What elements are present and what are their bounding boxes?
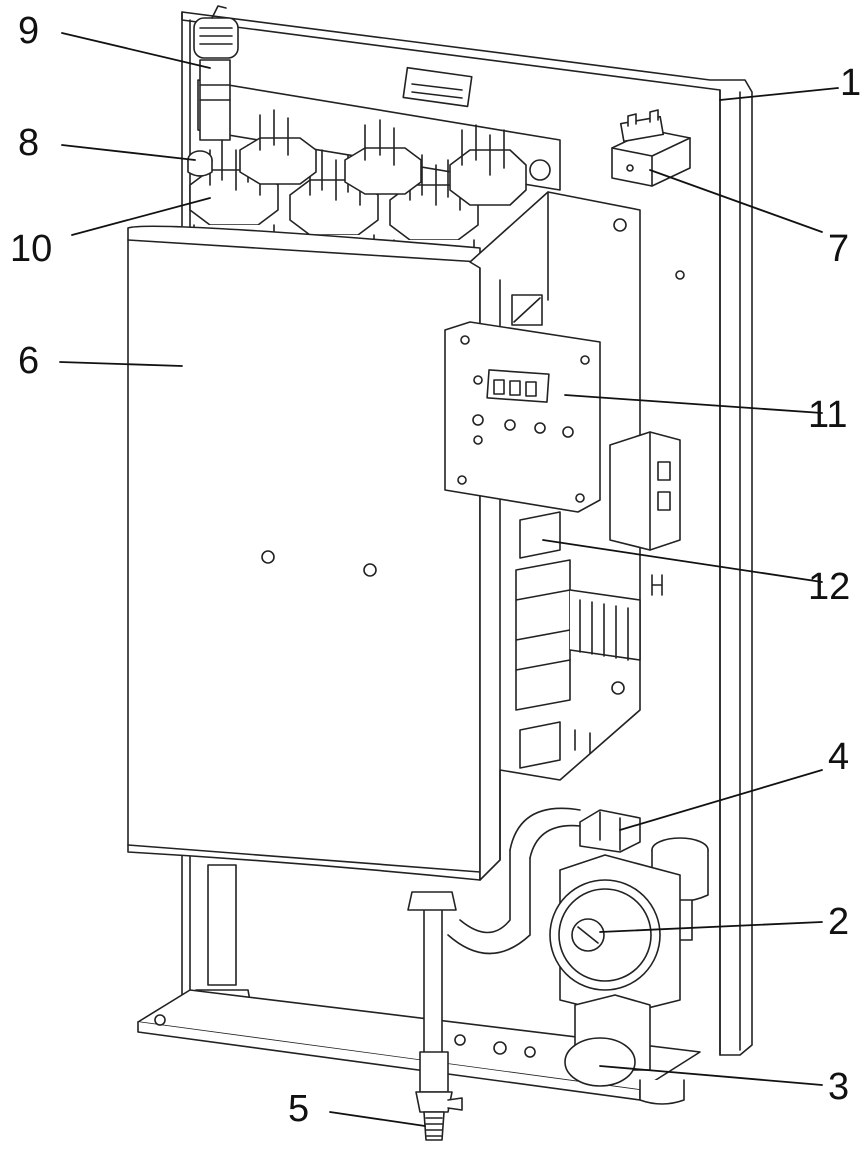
callout-4: 4 (828, 736, 850, 778)
control-panel-11 (444, 321, 601, 513)
circulation-pump-2 (549, 854, 681, 1016)
callout-12: 12 (808, 566, 851, 608)
callout-10: 10 (10, 228, 53, 270)
air-vent-4 (579, 809, 641, 853)
callout-11: 11 (808, 394, 848, 436)
callout-1: 1 (840, 62, 862, 104)
callout-8: 8 (18, 122, 40, 164)
leader-9 (61, 32, 211, 69)
contactor (609, 431, 681, 551)
leader-12 (542, 539, 823, 583)
drain-valve-5 (407, 891, 463, 1141)
leader-4 (619, 769, 823, 831)
top-valve-9 (193, 5, 239, 141)
sensor-8 (187, 150, 213, 177)
base-plate (137, 989, 701, 1101)
callout-7: 7 (828, 228, 850, 270)
heater-vessel-6 (127, 225, 481, 881)
inlet-valve-3 (564, 994, 685, 1105)
safety-thermostat-7 (611, 109, 691, 187)
callout-5: 5 (288, 1088, 310, 1130)
leader-2 (599, 921, 823, 933)
leader-8 (61, 144, 196, 161)
leader-11 (564, 394, 823, 414)
leader-3 (599, 1065, 823, 1086)
lower-terminals (519, 721, 591, 769)
leader-10 (71, 197, 211, 236)
leader-1 (719, 87, 839, 101)
leader-6 (59, 361, 183, 367)
terminal-block-12 (515, 511, 663, 711)
pipe-loop (447, 807, 581, 955)
callout-6: 6 (18, 340, 40, 382)
callout-9: 9 (18, 10, 40, 52)
leader-5 (329, 1111, 426, 1127)
callout-3: 3 (828, 1066, 850, 1108)
leader-lines (59, 32, 839, 1127)
callout-2: 2 (828, 901, 850, 943)
leader-7 (649, 169, 823, 233)
